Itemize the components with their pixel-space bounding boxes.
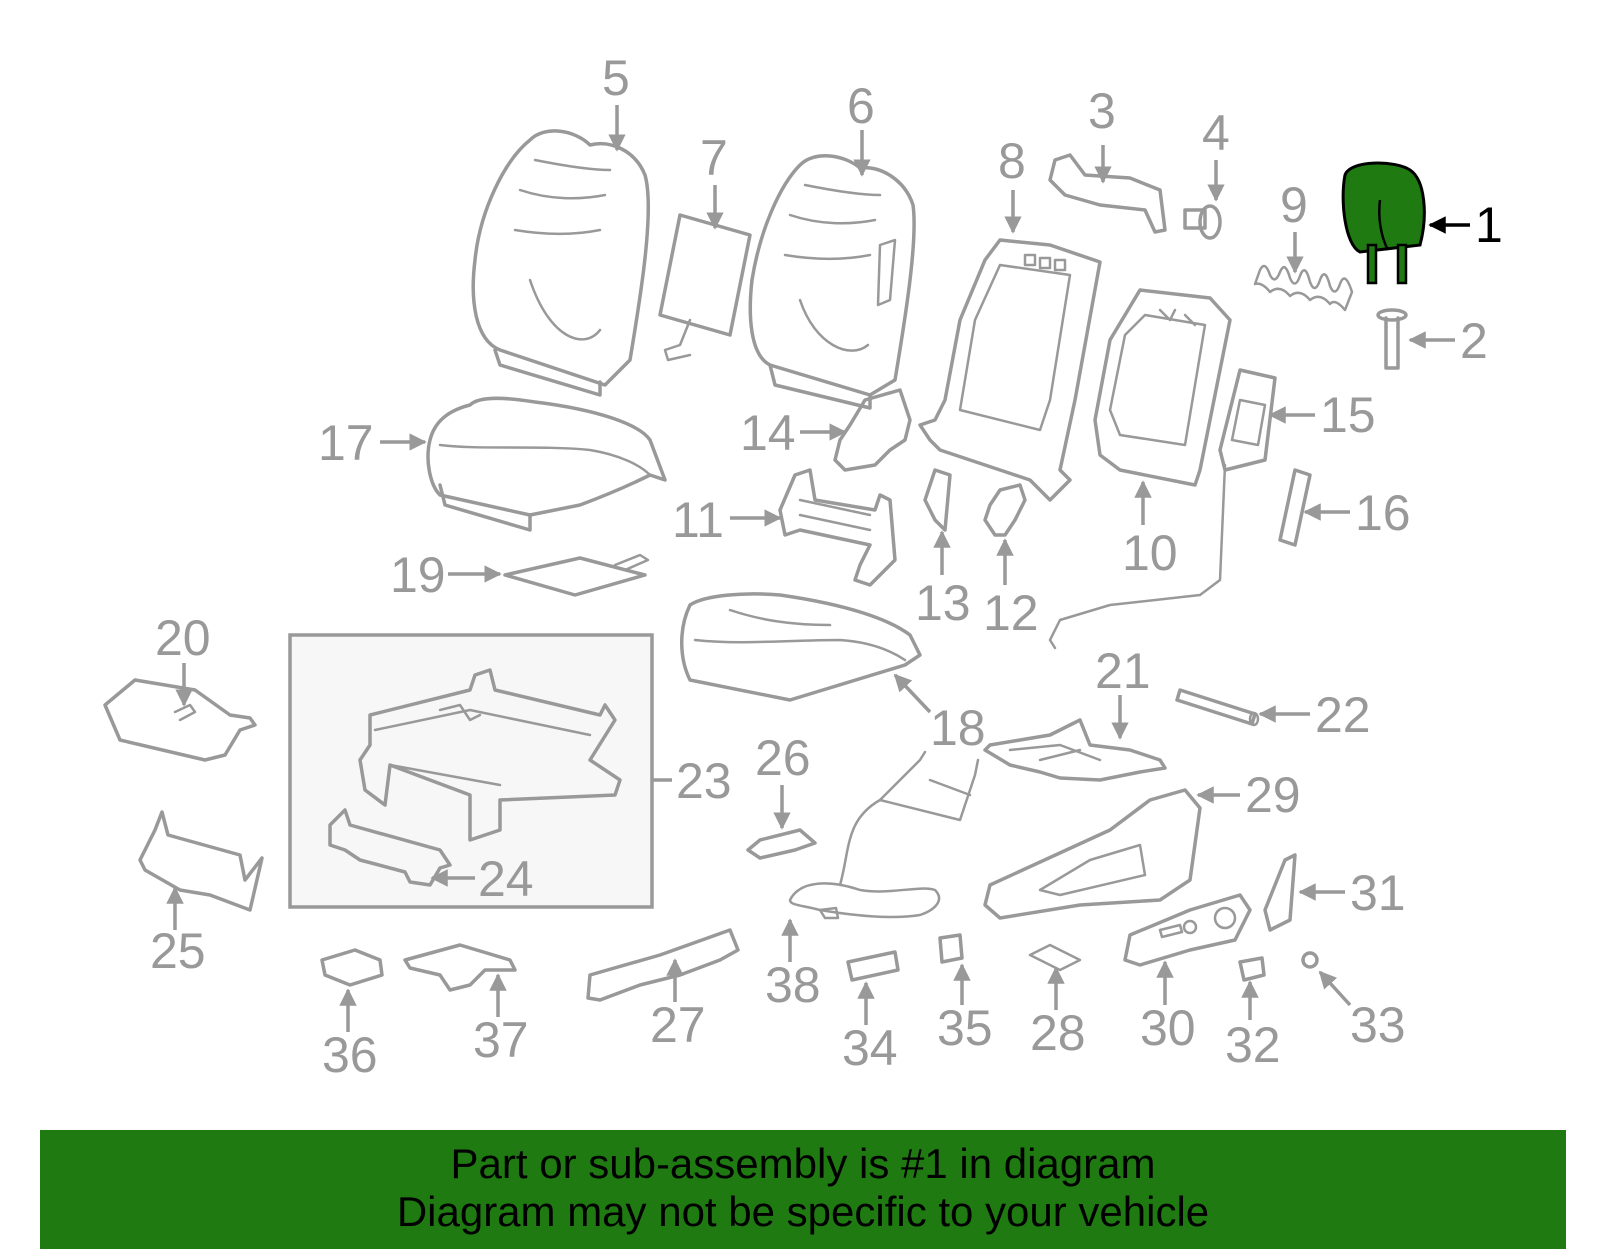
callout-11: 11 xyxy=(672,492,724,548)
part-38-harness[interactable] xyxy=(788,750,980,920)
callout-numbers: 1 2 3 4 5 6 7 8 9 10 11 12 13 14 15 16 1… xyxy=(150,50,1503,1083)
part-28-pad[interactable] xyxy=(1028,943,1082,972)
callout-36: 36 xyxy=(322,1027,378,1083)
callout-24: 24 xyxy=(478,851,534,907)
part-24-rail[interactable] xyxy=(328,808,452,887)
callout-10: 10 xyxy=(1122,525,1178,581)
part-8-frame[interactable] xyxy=(918,238,1102,502)
part-3-bracket[interactable] xyxy=(1048,153,1167,234)
part-1-headrest[interactable] xyxy=(1341,161,1426,285)
banner-part-line: Part or sub-assembly is #1 in diagram xyxy=(450,1140,1156,1187)
callout-26: 26 xyxy=(755,730,811,786)
callout-21: 21 xyxy=(1095,643,1151,699)
callout-17: 17 xyxy=(318,415,374,471)
callout-23: 23 xyxy=(676,753,732,809)
part-10-back-panel[interactable] xyxy=(1093,288,1232,487)
callout-18: 18 xyxy=(930,700,986,756)
callout-35: 35 xyxy=(937,1000,993,1056)
callout-38: 38 xyxy=(765,957,821,1013)
callout-3: 3 xyxy=(1088,83,1116,139)
callout-37: 37 xyxy=(473,1012,529,1068)
callout-33: 33 xyxy=(1350,997,1406,1053)
part-7-heater[interactable] xyxy=(658,213,752,362)
part-34-cover[interactable] xyxy=(846,950,900,982)
callout-9: 9 xyxy=(1280,177,1308,233)
part-37-bracket[interactable] xyxy=(403,943,517,992)
part-27-trim[interactable] xyxy=(586,928,740,1002)
part-33-clip[interactable] xyxy=(1301,951,1319,969)
part-16-cover[interactable] xyxy=(1278,468,1312,547)
callout-19: 19 xyxy=(390,547,446,603)
callout-2: 2 xyxy=(1460,313,1488,369)
part-2-guide[interactable] xyxy=(1376,308,1408,370)
part-11-lumbar[interactable] xyxy=(778,468,897,587)
part-25-side-shield[interactable] xyxy=(138,810,264,912)
callout-31: 31 xyxy=(1350,865,1406,921)
part-23-seat-track[interactable] xyxy=(358,668,622,842)
callout-1: 1 xyxy=(1475,197,1503,253)
callout-15: 15 xyxy=(1320,387,1376,443)
parts-diagram: 1 2 3 4 5 6 7 8 9 10 11 12 13 14 15 16 1… xyxy=(103,50,1503,1083)
callout-7: 7 xyxy=(700,130,728,186)
part-15-module[interactable] xyxy=(1218,368,1277,472)
part-21-harness[interactable] xyxy=(983,718,1167,782)
part-29-side-shield[interactable] xyxy=(983,788,1202,920)
callout-leaders xyxy=(166,105,1470,1032)
part-32-knob[interactable] xyxy=(1238,956,1266,982)
part-35-clip[interactable] xyxy=(938,933,964,964)
part-4-clip[interactable] xyxy=(1183,204,1222,240)
part-19-pad[interactable] xyxy=(503,553,650,597)
harness-15 xyxy=(1048,463,1227,650)
callout-32: 32 xyxy=(1225,1017,1281,1073)
callout-30: 30 xyxy=(1140,1000,1196,1056)
part-13-trim[interactable] xyxy=(923,468,952,532)
part-9-spring[interactable] xyxy=(1253,264,1354,312)
callout-16: 16 xyxy=(1355,485,1411,541)
part-18-cushion[interactable] xyxy=(680,592,922,702)
part-22-rod[interactable] xyxy=(1175,688,1260,727)
part-26-clip[interactable] xyxy=(746,828,817,860)
part-31-cover[interactable] xyxy=(1263,853,1297,932)
callout-8: 8 xyxy=(998,133,1026,189)
callout-4: 4 xyxy=(1202,105,1230,161)
callout-6: 6 xyxy=(847,78,875,134)
callout-5: 5 xyxy=(602,50,630,106)
part-5-seatback-cover[interactable] xyxy=(471,129,651,397)
part-20-cover[interactable] xyxy=(103,678,257,762)
callout-27: 27 xyxy=(650,997,706,1053)
assembly-box-23 xyxy=(288,633,654,909)
callout-13: 13 xyxy=(915,575,971,631)
callout-20: 20 xyxy=(155,610,211,666)
part-6-seatback-cover[interactable] xyxy=(748,154,916,410)
callout-14: 14 xyxy=(740,405,796,461)
info-banner: Part or sub-assembly is #1 in diagram Di… xyxy=(40,1130,1566,1249)
callout-22: 22 xyxy=(1315,687,1371,743)
callout-34: 34 xyxy=(842,1020,898,1076)
callout-28: 28 xyxy=(1030,1005,1086,1061)
part-36-module[interactable] xyxy=(320,948,384,987)
callout-12: 12 xyxy=(983,585,1039,641)
part-30-switch[interactable] xyxy=(1123,893,1252,967)
part-12-trim[interactable] xyxy=(983,483,1027,537)
banner-disclaimer-line: Diagram may not be specific to your vehi… xyxy=(396,1188,1210,1235)
callout-29: 29 xyxy=(1245,767,1301,823)
callout-25: 25 xyxy=(150,923,206,979)
part-17-cushion-cover[interactable] xyxy=(426,396,667,532)
